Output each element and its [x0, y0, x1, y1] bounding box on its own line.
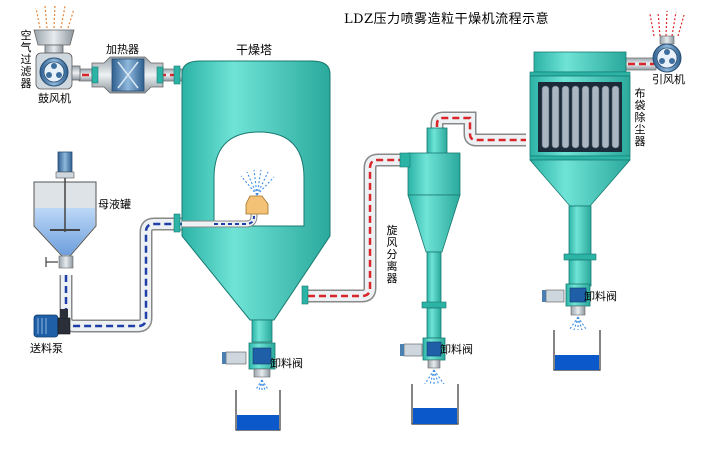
mother-liquor-tank-label: 母液罐 [98, 198, 131, 211]
induced-fan [649, 10, 685, 73]
discharge-valve-bag-label: 卸料阀 [584, 290, 617, 303]
dryer-tower-label: 干燥塔 [236, 43, 273, 57]
product-container-tower [235, 390, 281, 431]
cyclone-separator [399, 127, 461, 339]
air-filter-label: 空气过滤器 [20, 29, 32, 90]
product-container-bag [553, 330, 601, 371]
blower-label: 鼓风机 [38, 92, 71, 105]
air-filter [33, 4, 75, 54]
induced-fan-label: 引风机 [652, 73, 685, 86]
mother-liquor-tank [33, 151, 97, 269]
bag-filter [529, 51, 631, 287]
diagram-title: LDZ压力喷雾造粒干燥机流程示意 [344, 12, 550, 27]
exhaust-pipe-bagfilter-to-fan [625, 57, 657, 71]
heater [91, 56, 164, 94]
dryer-tower [173, 60, 331, 343]
exhaust-pipe-cyclone-to-bagfilter [430, 111, 526, 147]
filter-bags [541, 85, 620, 149]
blower [35, 52, 81, 90]
heater-label: 加热器 [106, 43, 139, 56]
feed-pump [33, 309, 71, 338]
feed-pump-label: 送料泵 [30, 342, 63, 355]
discharge-valve-cyclone [400, 337, 449, 393]
cyclone-label: 旋风分离器 [386, 224, 398, 285]
discharge-valve-bag [542, 283, 593, 341]
bag-filter-label: 布袋除尘器 [634, 87, 646, 148]
discharge-valve-tower-label: 卸料阀 [270, 357, 303, 370]
discharge-valve-cyclone-label: 卸料阀 [440, 343, 473, 356]
spray-pattern [240, 169, 275, 196]
product-container-cyclone [411, 384, 459, 425]
exhaust-pipe-tower-to-cyclone [308, 153, 410, 303]
